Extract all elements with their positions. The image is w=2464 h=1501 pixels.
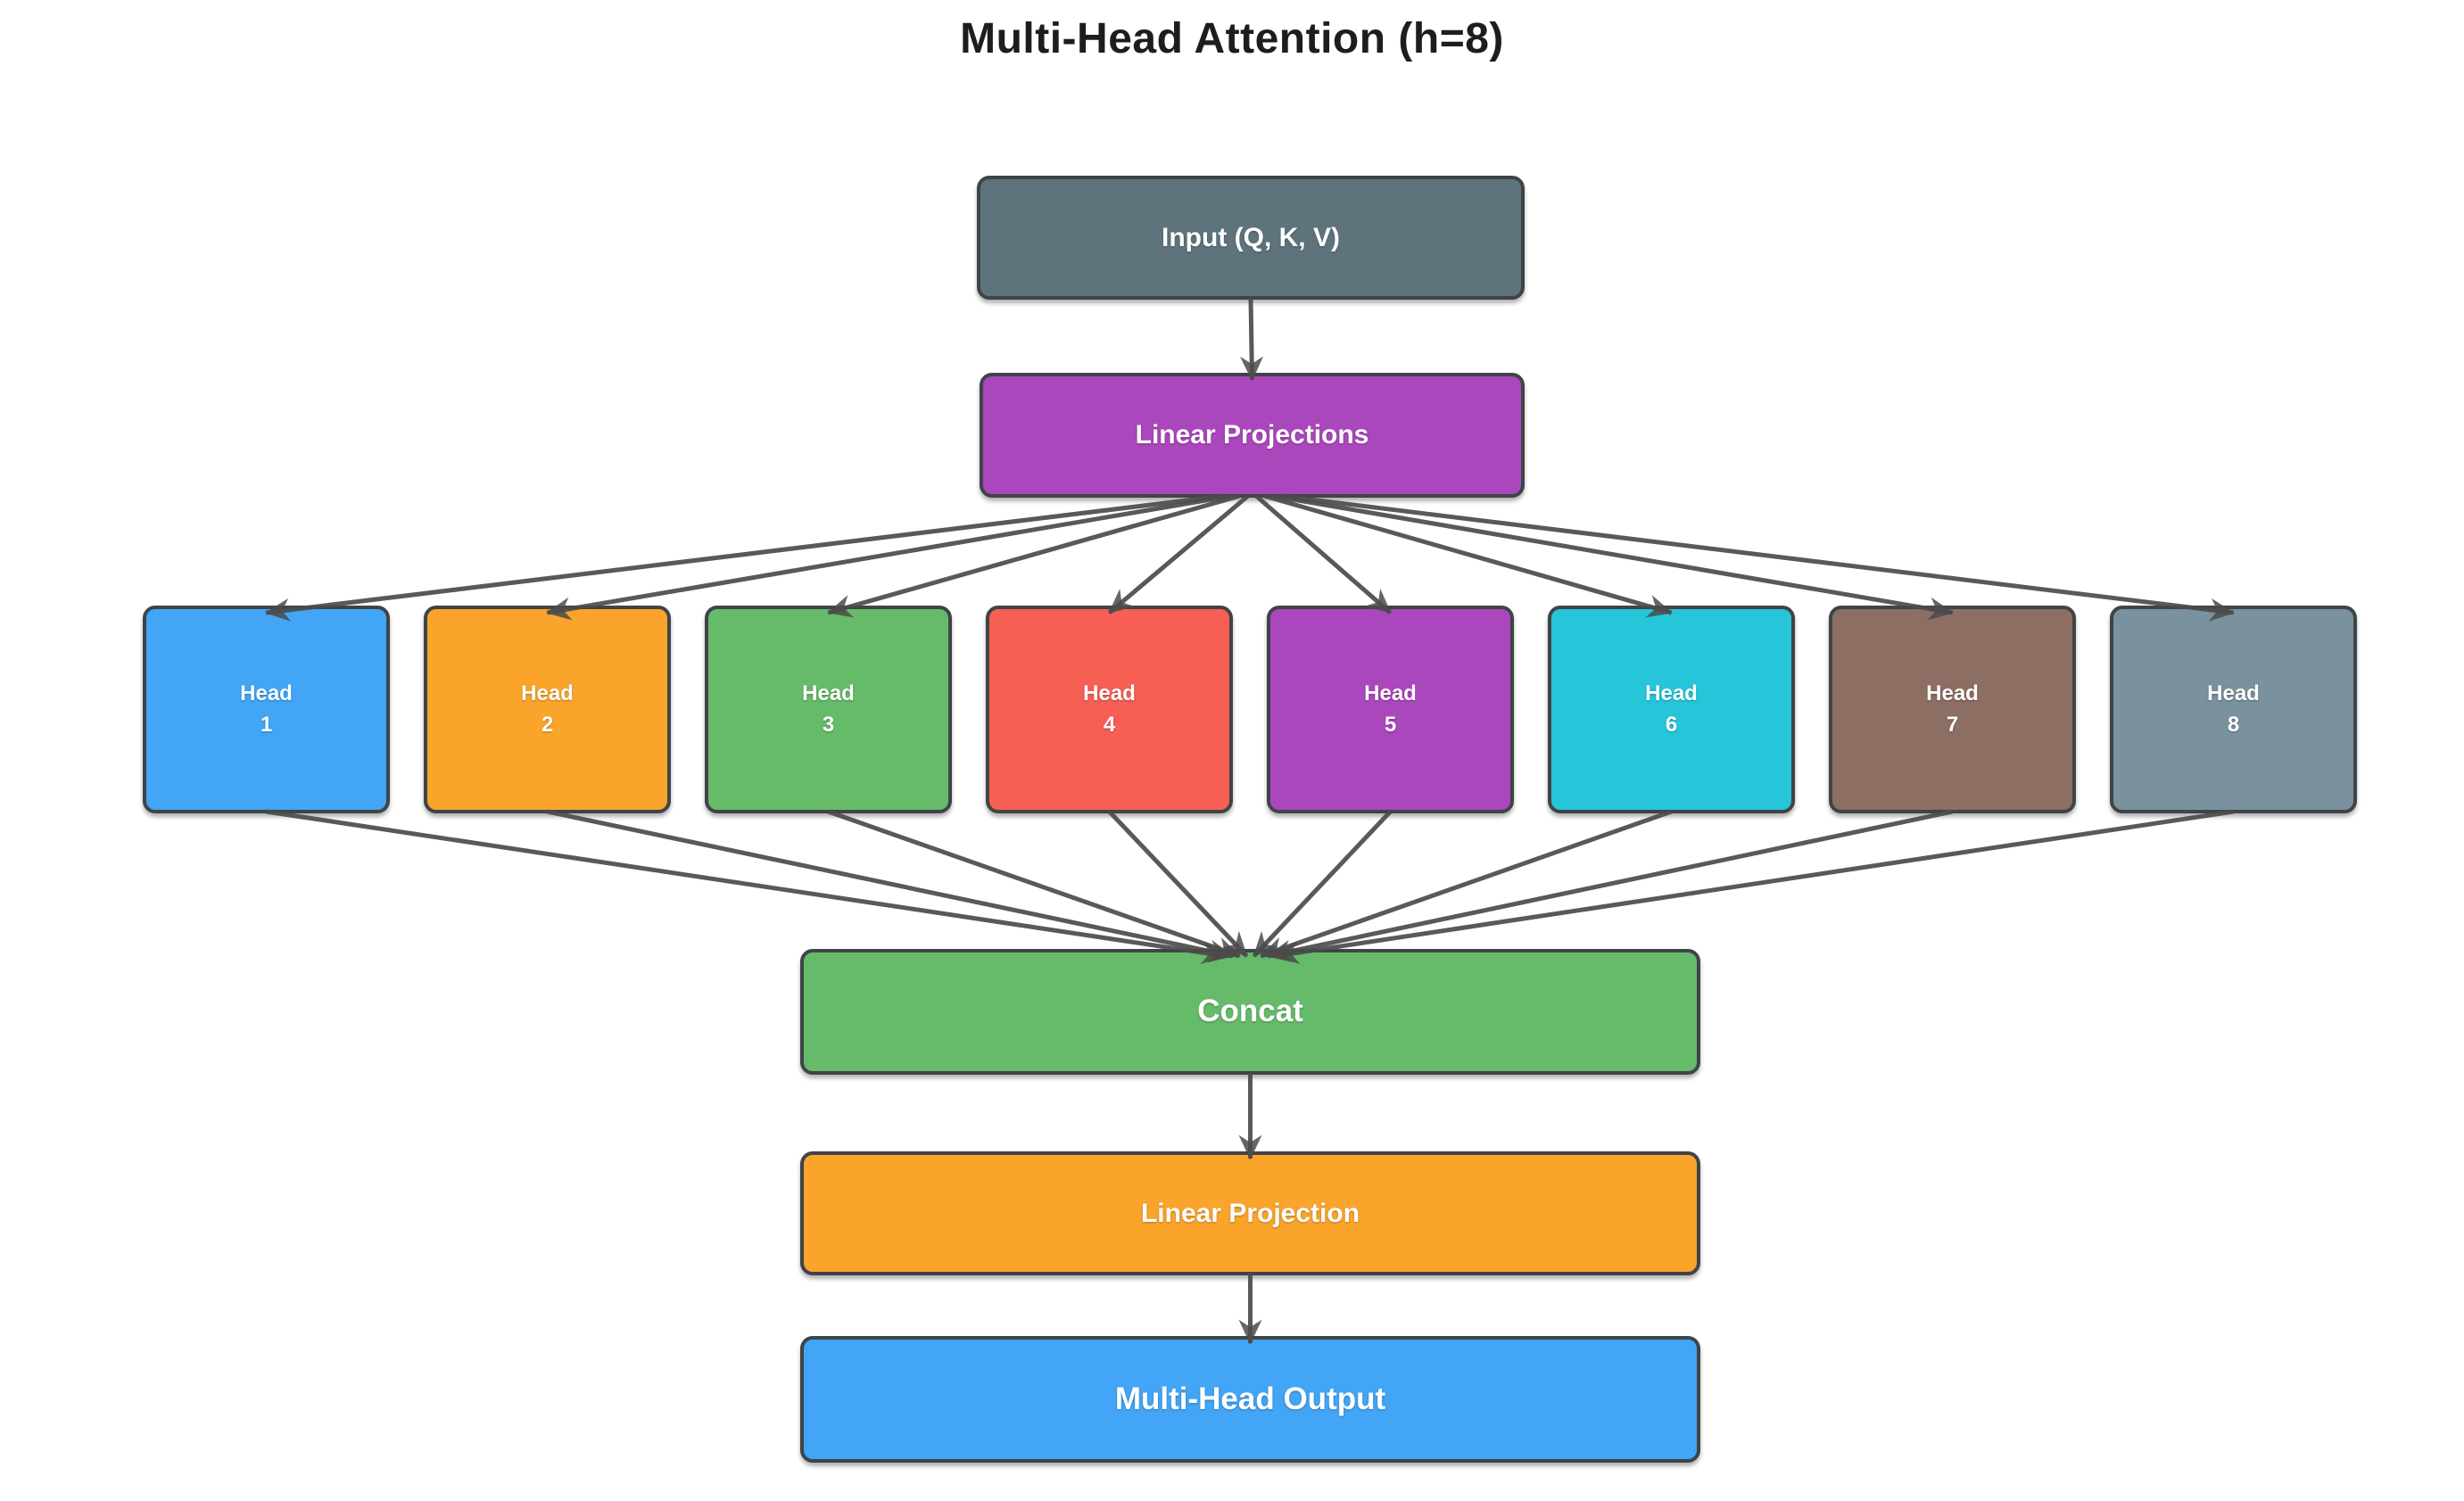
- edge-input-linear_projections: [1240, 297, 1264, 382]
- edge-linear_projections-head7: [1271, 493, 1955, 621]
- edge-linear_projections-head2: [545, 493, 1233, 621]
- node-head8: Head 8: [2110, 606, 2357, 813]
- node-linear_projection: Linear Projection: [800, 1151, 1700, 1275]
- edge-head2-concat: [546, 809, 1235, 963]
- node-concat: Concat: [800, 949, 1700, 1075]
- edge-head8-concat: [1273, 809, 2234, 964]
- node-head5: Head 5: [1267, 606, 1514, 813]
- edge-linear_projections-head6: [1263, 493, 1673, 618]
- edge-head1-concat: [266, 809, 1228, 964]
- node-head1: Head 1: [143, 606, 390, 813]
- node-head3: Head 3: [705, 606, 952, 813]
- edge-head3-concat: [827, 809, 1241, 960]
- edge-head5-concat: [1252, 810, 1393, 958]
- node-head6: Head 6: [1548, 606, 1795, 813]
- node-input: Input (Q, K, V): [977, 176, 1525, 300]
- edge-head4-concat: [1107, 810, 1249, 958]
- node-head7: Head 7: [1829, 606, 2076, 813]
- edge-linear_projections-head3: [827, 493, 1241, 618]
- node-head2: Head 2: [424, 606, 671, 813]
- edge-linear_projections-head1: [264, 493, 1225, 622]
- node-output: Multi-Head Output: [800, 1336, 1700, 1463]
- node-head4: Head 4: [986, 606, 1233, 813]
- edge-linear_projections-head4: [1107, 494, 1250, 614]
- diagram-title: Multi-Head Attention (h=8): [960, 15, 1504, 62]
- edge-linear_projections-head8: [1279, 493, 2236, 622]
- edge-head7-concat: [1266, 809, 1954, 963]
- edge-linear_projections-head5: [1254, 494, 1393, 614]
- edge-head6-concat: [1260, 809, 1673, 960]
- node-linear_projections: Linear Projections: [980, 373, 1525, 498]
